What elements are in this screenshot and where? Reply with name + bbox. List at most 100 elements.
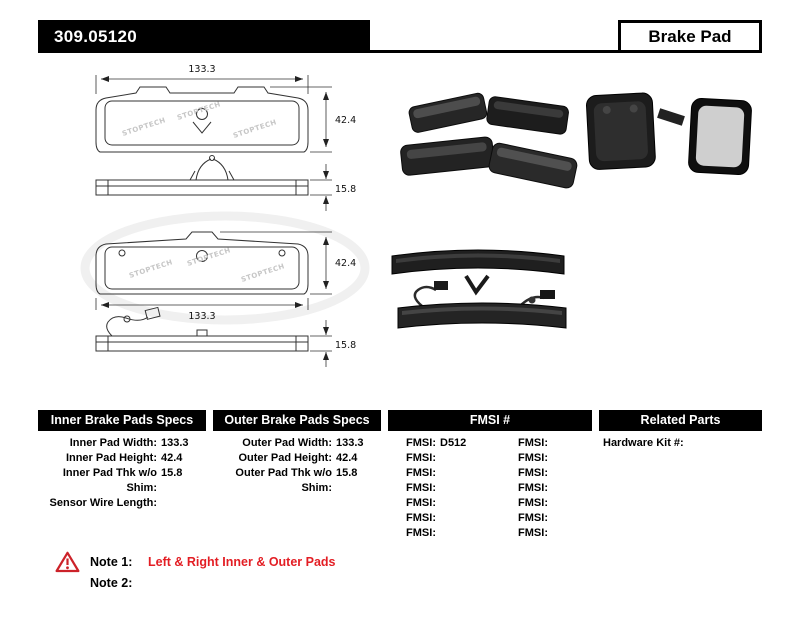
spec-label: Outer Pad Thk w/o Shim: <box>235 467 332 494</box>
specs-table: Inner Brake Pads Specs Inner Pad Width: … <box>38 410 762 541</box>
fmsi-column: FMSI # FMSI: D512 FMSI: FMSI: FMSI: FMSI… <box>388 410 592 541</box>
fmsi-value <box>548 496 592 511</box>
outer-pad-front-view <box>95 231 309 295</box>
inner-pad-edge-view <box>95 155 309 196</box>
fmsi-label: FMSI: <box>406 482 436 494</box>
dim-inner-height: 42.4 <box>270 86 356 153</box>
table-row: Inner Pad Width: 133.3 <box>38 436 206 451</box>
spec-label: Sensor Wire Length: <box>49 497 157 509</box>
spec-label: Outer Pad Height: <box>238 452 332 464</box>
fmsi-label: FMSI: <box>406 452 436 464</box>
header-rule <box>38 50 762 53</box>
table-row: FMSI: FMSI: <box>388 481 592 496</box>
photo-pads-edge <box>391 249 567 329</box>
table-row: Sensor Wire Length: <box>38 496 206 511</box>
related-parts-column: Related Parts Hardware Kit #: <box>599 410 762 541</box>
fmsi-value <box>548 526 592 541</box>
spec-value: 133.3 <box>161 437 189 449</box>
dim-outer-width: 133.3 <box>95 298 309 322</box>
dim-inner-height-label: 42.4 <box>335 115 356 126</box>
fmsi-label: FMSI: <box>518 452 548 464</box>
related-label: Hardware Kit #: <box>603 437 684 449</box>
technical-drawing-svg: STOPTECH STOPTECH STOPTECH 133.3 42.4 <box>80 64 752 367</box>
fmsi-value <box>436 526 490 541</box>
fmsi-label: FMSI: <box>518 497 548 509</box>
table-row: Outer Pad Thk w/o Shim: 15.8 <box>213 466 381 496</box>
fmsi-label: FMSI: <box>406 497 436 509</box>
watermark-text: STOPTECH <box>128 258 174 280</box>
product-type: Brake Pad <box>618 20 762 53</box>
table-row: Outer Pad Height: 42.4 <box>213 451 381 466</box>
fmsi-label: FMSI: <box>406 527 436 539</box>
fmsi-label: FMSI: <box>518 437 548 449</box>
dim-inner-width-label: 133.3 <box>188 64 215 75</box>
dim-outer-thickness-label: 15.8 <box>335 340 356 351</box>
sensor-wire-drawing <box>106 306 161 337</box>
fmsi-value <box>436 481 490 496</box>
abutment-clip-drawing <box>189 155 235 181</box>
dim-outer-height-label: 42.4 <box>335 258 356 269</box>
spec-label: Inner Pad Height: <box>65 452 157 464</box>
fmsi-value <box>548 451 592 466</box>
dim-outer-width-label: 133.3 <box>188 311 215 322</box>
header: 309.05120 Brake Pad <box>38 20 762 53</box>
inner-pad-front-view <box>95 86 309 153</box>
spec-value: 133.3 <box>336 437 364 449</box>
outer-specs-header: Outer Brake Pads Specs <box>213 410 381 431</box>
table-row: FMSI: FMSI: <box>388 511 592 526</box>
watermark-text: STOPTECH <box>186 246 232 268</box>
note-2-label: Note 2: <box>90 575 133 590</box>
warning-icon <box>55 551 80 573</box>
related-parts-header: Related Parts <box>599 410 762 431</box>
dim-outer-thickness: 15.8 <box>310 320 356 367</box>
fmsi-header: FMSI # <box>388 410 592 431</box>
fmsi-label: FMSI: <box>518 482 548 494</box>
sensor-wire-photo <box>413 285 437 307</box>
fmsi-label: FMSI: <box>406 437 436 449</box>
fmsi-value <box>548 481 592 496</box>
spec-label: Inner Pad Width: <box>69 437 157 449</box>
diagram-area: STOPTECH STOPTECH STOPTECH 133.3 42.4 <box>20 60 780 402</box>
watermark-text: STOPTECH <box>232 118 278 140</box>
table-row: FMSI: FMSI: <box>388 496 592 511</box>
table-row: Inner Pad Height: 42.4 <box>38 451 206 466</box>
note-1-row: Note 1: Left & Right Inner & Outer Pads <box>55 551 336 572</box>
clip-photo <box>464 274 490 296</box>
table-row: Inner Pad Thk w/o Shim: 15.8 <box>38 466 206 496</box>
table-row: FMSI: D512 FMSI: <box>388 436 592 451</box>
table-row: FMSI: FMSI: <box>388 526 592 541</box>
dim-inner-thickness: 15.8 <box>310 164 356 211</box>
fmsi-value <box>436 511 490 526</box>
inner-specs-column: Inner Brake Pads Specs Inner Pad Width: … <box>38 410 206 541</box>
spec-label: Outer Pad Width: <box>242 437 332 449</box>
spec-value <box>157 496 206 511</box>
spec-label: Inner Pad Thk w/o Shim: <box>62 467 157 494</box>
note-1-label: Note 1: <box>90 554 133 569</box>
fmsi-label: FMSI: <box>518 512 548 524</box>
fmsi-value <box>436 451 490 466</box>
fmsi-value: D512 <box>440 437 467 449</box>
background-watermark <box>80 211 370 325</box>
clip-photo <box>657 108 685 126</box>
note-1-text: Left & Right Inner & Outer Pads <box>148 554 336 569</box>
fmsi-value <box>436 496 490 511</box>
table-row: FMSI: FMSI: <box>388 466 592 481</box>
photo-pads-angled <box>400 92 578 189</box>
fmsi-label: FMSI: <box>518 527 548 539</box>
watermark-text: STOPTECH <box>240 262 286 284</box>
part-number: 309.05120 <box>38 20 370 53</box>
fmsi-label: FMSI: <box>406 512 436 524</box>
fmsi-value <box>548 511 592 526</box>
note-2-row: Note 2: <box>55 572 336 593</box>
table-row: Hardware Kit #: <box>599 436 762 451</box>
watermark-text: STOPTECH <box>121 116 167 138</box>
dim-outer-height: 42.4 <box>220 231 356 295</box>
table-row: FMSI: FMSI: <box>388 451 592 466</box>
fmsi-label: FMSI: <box>406 467 436 479</box>
fmsi-value <box>548 466 592 481</box>
outer-specs-column: Outer Brake Pads Specs Outer Pad Width: … <box>213 410 381 541</box>
dim-inner-thickness-label: 15.8 <box>335 184 356 195</box>
spec-value: 42.4 <box>161 452 183 464</box>
fmsi-label: FMSI: <box>518 467 548 479</box>
outer-pad-edge-view <box>95 306 309 352</box>
